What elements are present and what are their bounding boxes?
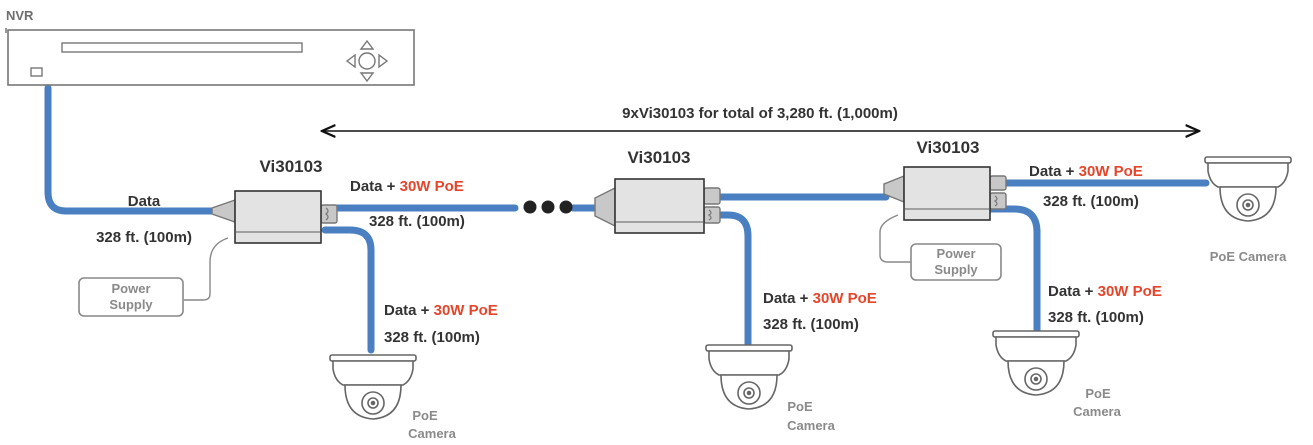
cables [44, 84, 1210, 354]
navigation-pad-icon [345, 39, 389, 83]
camera-3-label-line1: PoE [1085, 386, 1111, 401]
extender-2-label: Vi30103 [627, 148, 690, 167]
camera-4: PoE Camera [1204, 156, 1292, 264]
cable-extender-2-to-camera-2 [708, 211, 752, 349]
cam-2-poe-label: Data + 30W PoE [763, 290, 877, 307]
camera-2-label-line1: PoE [787, 399, 813, 414]
camera-1-label-line1: PoE [412, 408, 438, 423]
cable-extender-1-to-camera-1 [321, 226, 375, 354]
link-3-poe-label: Data + 30W PoE [1029, 163, 1143, 180]
cam-1-distance-label: 328 ft. (100m) [384, 329, 480, 346]
camera-2-label-line2: Camera [787, 418, 835, 433]
ellipsis-dots [523, 200, 573, 214]
extender-3 [883, 166, 1007, 221]
camera-3-label-line2: Camera [1073, 404, 1121, 419]
dome-camera-icon [992, 330, 1080, 396]
camera-1: PoE Camera [329, 354, 457, 441]
span-label: 9xVi30103 for total of 3,280 ft. (1,000m… [622, 105, 898, 122]
cam-3-poe-label: Data + 30W PoE [1048, 283, 1162, 300]
link-3-distance-label: 328 ft. (100m) [1043, 193, 1139, 210]
power-supply-1-line1: Power [111, 281, 150, 296]
power-supply-2-line1: Power [936, 246, 975, 261]
cable-nvr-to-extender-1 [44, 84, 218, 215]
camera-1-label-line2: Camera [408, 426, 456, 441]
uplink-distance-label: 328 ft. (100m) [96, 229, 192, 246]
power-led [30, 67, 43, 77]
disc-slot [61, 42, 303, 53]
camera-2: PoE Camera [705, 344, 836, 433]
cam-3-distance-label: 328 ft. (100m) [1048, 309, 1144, 326]
power-wire-2 [879, 214, 911, 263]
cable-extender-3-to-camera-3 [986, 205, 1041, 334]
camera-4-label: PoE Camera [1210, 249, 1287, 264]
dome-camera-icon [705, 344, 793, 410]
cam-2-distance-label: 328 ft. (100m) [763, 316, 859, 333]
extender-3-label: Vi30103 [916, 138, 979, 157]
extender-1-label: Vi30103 [259, 157, 322, 176]
dome-camera-icon [1204, 156, 1292, 222]
power-supply-1-line2: Supply [109, 297, 153, 312]
nvr-device [5, 28, 415, 86]
uplink-data-label: Data [128, 193, 161, 210]
camera-3: PoE Camera [992, 330, 1122, 419]
power-supply-2: Power Supply [910, 243, 1002, 281]
dome-camera-icon [329, 354, 417, 420]
cam-1-poe-label: Data + 30W PoE [384, 302, 498, 319]
link-1-poe-label: Data + 30W PoE [350, 178, 464, 195]
extender-1 [211, 190, 338, 244]
power-wire-1 [184, 237, 229, 301]
nvr-label: NVR [6, 8, 34, 23]
extender-2 [594, 178, 721, 234]
link-1-distance-label: 328 ft. (100m) [369, 213, 465, 230]
power-supply-2-line2: Supply [934, 262, 978, 277]
power-supply-1: Power Supply [78, 277, 184, 317]
